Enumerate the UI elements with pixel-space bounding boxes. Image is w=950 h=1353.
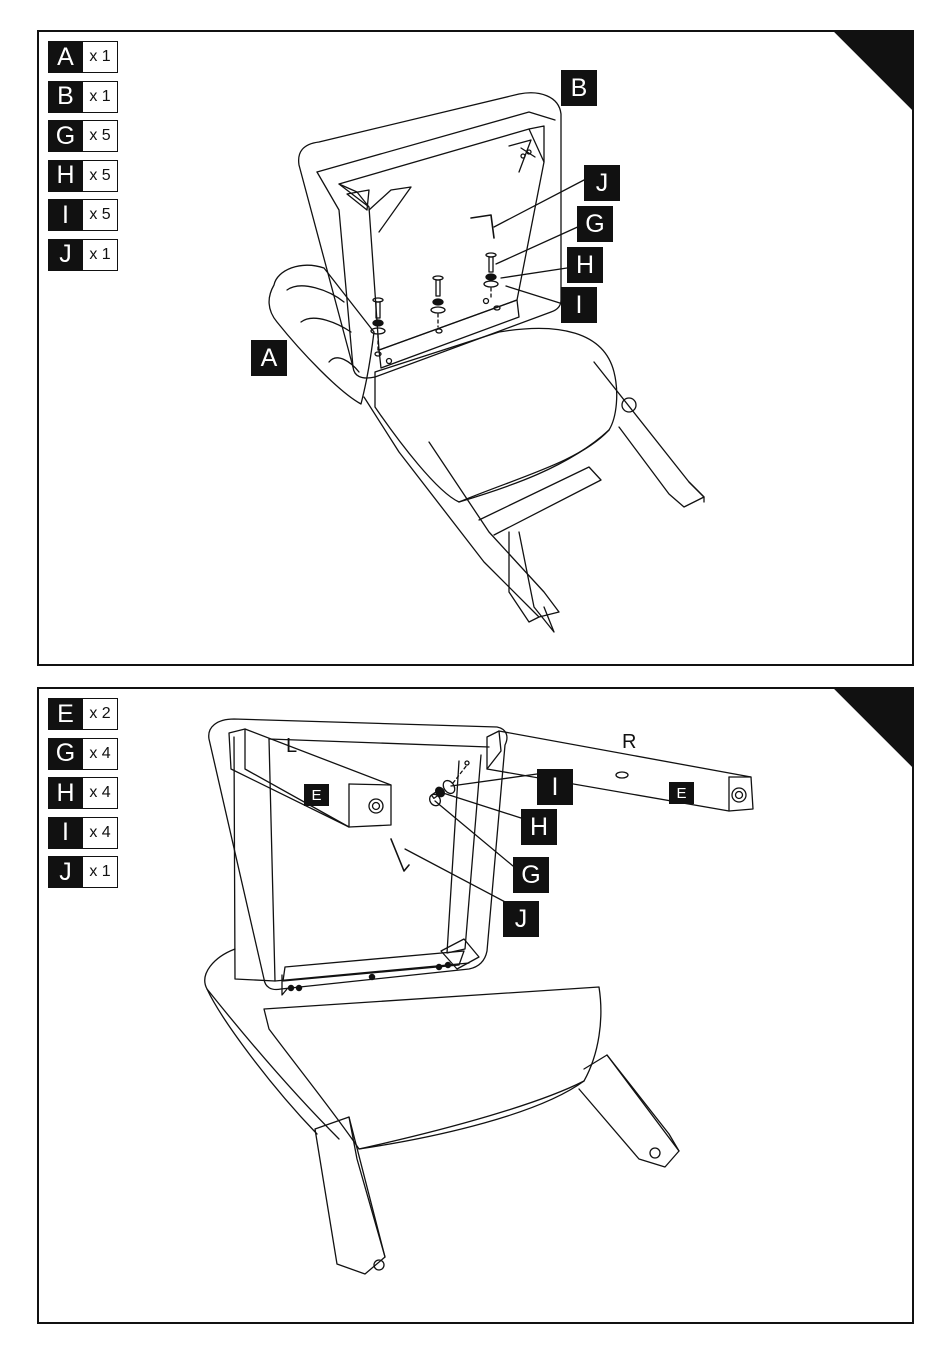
chair-armrest-assembly-drawing — [39, 689, 914, 1324]
callout-part-h: H — [567, 247, 603, 283]
callout-part-i: I — [561, 287, 597, 323]
bolt-set-icon — [484, 253, 500, 310]
callout-part-e-right: E — [669, 782, 694, 804]
callout-part-g: G — [513, 857, 549, 893]
callout-part-j: J — [503, 901, 539, 937]
callout-part-a: A — [251, 340, 287, 376]
callout-part-h: H — [521, 809, 557, 845]
assembly-step-panel-1: A x 1 B x 1 G x 5 H x 5 I x 5 J x 1 — [37, 30, 914, 666]
callout-part-g: G — [577, 206, 613, 242]
assembly-step-panel-2: E x 2 G x 4 H x 4 I x 4 J x 1 — [37, 687, 914, 1324]
callout-part-i: I — [537, 769, 573, 805]
right-side-label: R — [622, 731, 636, 754]
callout-part-e-left: E — [304, 784, 329, 806]
callout-part-j: J — [584, 165, 620, 201]
left-side-label: L — [286, 735, 297, 758]
callout-part-b: B — [561, 70, 597, 106]
chair-backrest-assembly-drawing — [39, 32, 914, 666]
bolt-set-icon — [431, 276, 445, 333]
